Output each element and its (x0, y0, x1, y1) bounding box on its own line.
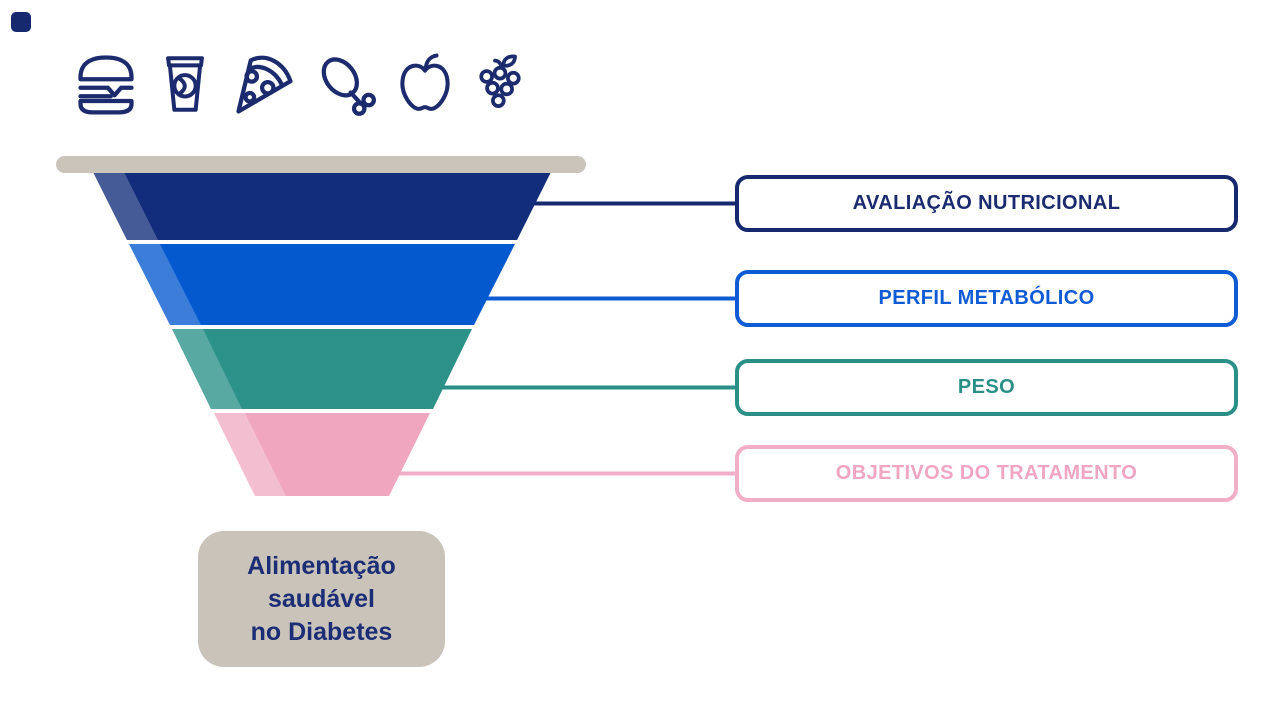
label-box-peso: PESO (735, 359, 1238, 416)
label-box-perfil-metabolico: PERFIL METABÓLICO (735, 270, 1238, 327)
chicken-drumstick-icon (321, 57, 376, 116)
funnel-level-4-highlight (214, 413, 286, 496)
funnel-level-2-highlight (129, 244, 201, 325)
corner-accent-square (11, 12, 31, 32)
hamburger-icon (78, 55, 134, 115)
label-box-avaliacao-nutricional: AVALIAÇÃO NUTRICIONAL (735, 175, 1238, 232)
footer-caption-box: Alimentação saudável no Diabetes (198, 531, 445, 667)
funnel-level-3-highlight (172, 329, 242, 409)
grapes-icon (479, 54, 521, 108)
funnel-top-bar (56, 156, 586, 173)
funnel-level-4 (214, 413, 430, 496)
drink-cup-icon (166, 56, 205, 112)
food-icons-row (72, 46, 530, 122)
funnel-level-1 (93, 172, 551, 240)
apple-icon (400, 53, 450, 111)
funnel-level-1-highlight (93, 172, 158, 240)
funnel-level-3 (172, 329, 472, 409)
label-box-objetivos-do-tratamento: OBJETIVOS DO TRATAMENTO (735, 445, 1238, 502)
funnel-level-2 (129, 244, 515, 325)
pizza-slice-icon (236, 55, 293, 114)
